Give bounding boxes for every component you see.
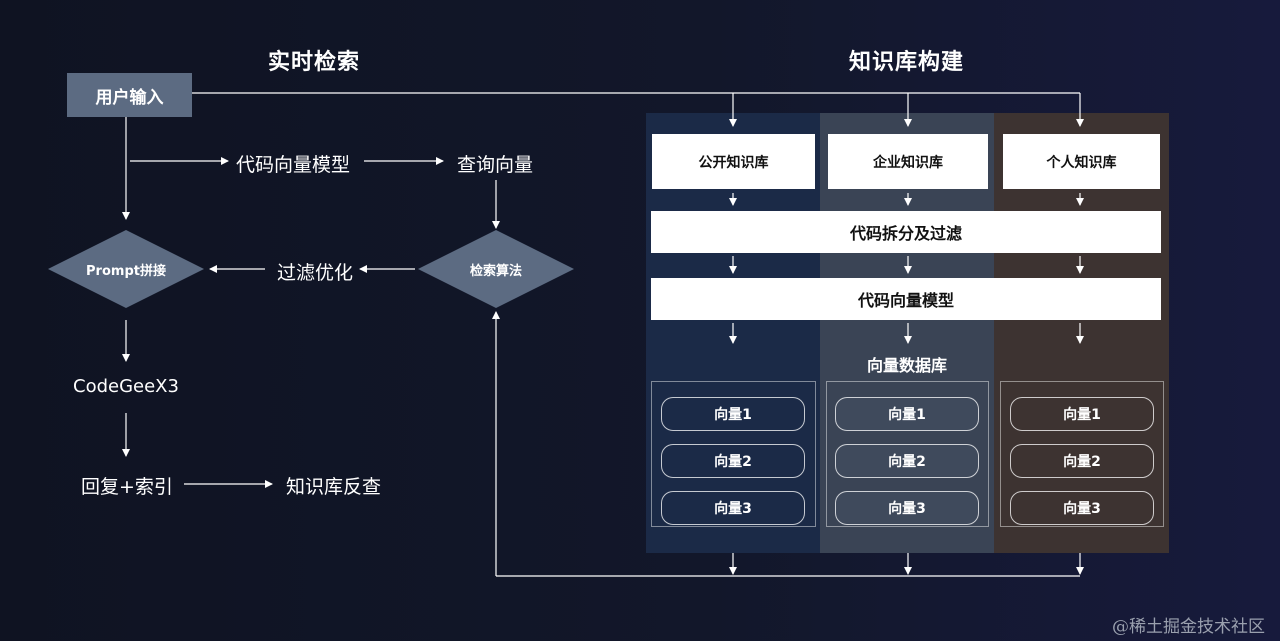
user-input-box: 用户输入 xyxy=(67,73,192,117)
code-vector-model-label: 代码向量模型 xyxy=(236,154,351,176)
vector-item: 向量1 xyxy=(661,397,805,431)
codegeex-model-label: CodeGeeX3 xyxy=(73,376,179,397)
vector-item: 向量1 xyxy=(1010,397,1154,431)
vector-item: 向量1 xyxy=(835,397,979,431)
filter-optimize-label: 过滤优化 xyxy=(277,262,354,284)
vector-item: 向量2 xyxy=(835,444,979,478)
public-vector-group xyxy=(651,381,816,527)
enterprise-kb-box: 企业知识库 xyxy=(828,134,988,189)
vector-item: 向量3 xyxy=(661,491,805,525)
code-vector-model-box: 代码向量模型 xyxy=(651,278,1161,320)
search-algorithm-label: 检索算法 xyxy=(469,263,522,279)
query-vector-label: 查询向量 xyxy=(457,154,534,176)
vector-item: 向量2 xyxy=(1010,444,1154,478)
reply-index-label: 回复+索引 xyxy=(81,476,173,498)
personal-vector-group xyxy=(1000,381,1164,527)
kb-reverse-lookup-label: 知识库反查 xyxy=(286,476,382,498)
personal-kb-box: 个人知识库 xyxy=(1003,134,1160,189)
watermark: @稀土掘金技术社区 xyxy=(1112,617,1265,637)
vector-item: 向量2 xyxy=(661,444,805,478)
prompt-concat-label: Prompt拼接 xyxy=(86,263,166,279)
kb-build-title: 知识库构建 xyxy=(849,50,965,75)
split-filter-box: 代码拆分及过滤 xyxy=(651,211,1161,253)
enterprise-vector-group xyxy=(826,381,989,527)
prompt-concat-diamond xyxy=(48,230,204,308)
vector-item: 向量3 xyxy=(1010,491,1154,525)
vector-db-label: 向量数据库 xyxy=(866,356,947,375)
vector-item: 向量3 xyxy=(835,491,979,525)
realtime-title: 实时检索 xyxy=(268,50,361,75)
public-kb-box: 公开知识库 xyxy=(652,134,815,189)
search-algorithm-diamond xyxy=(418,230,574,308)
prompt-concat-node: Prompt拼接 xyxy=(48,230,204,308)
search-algorithm-node: 检索算法 xyxy=(418,230,574,308)
